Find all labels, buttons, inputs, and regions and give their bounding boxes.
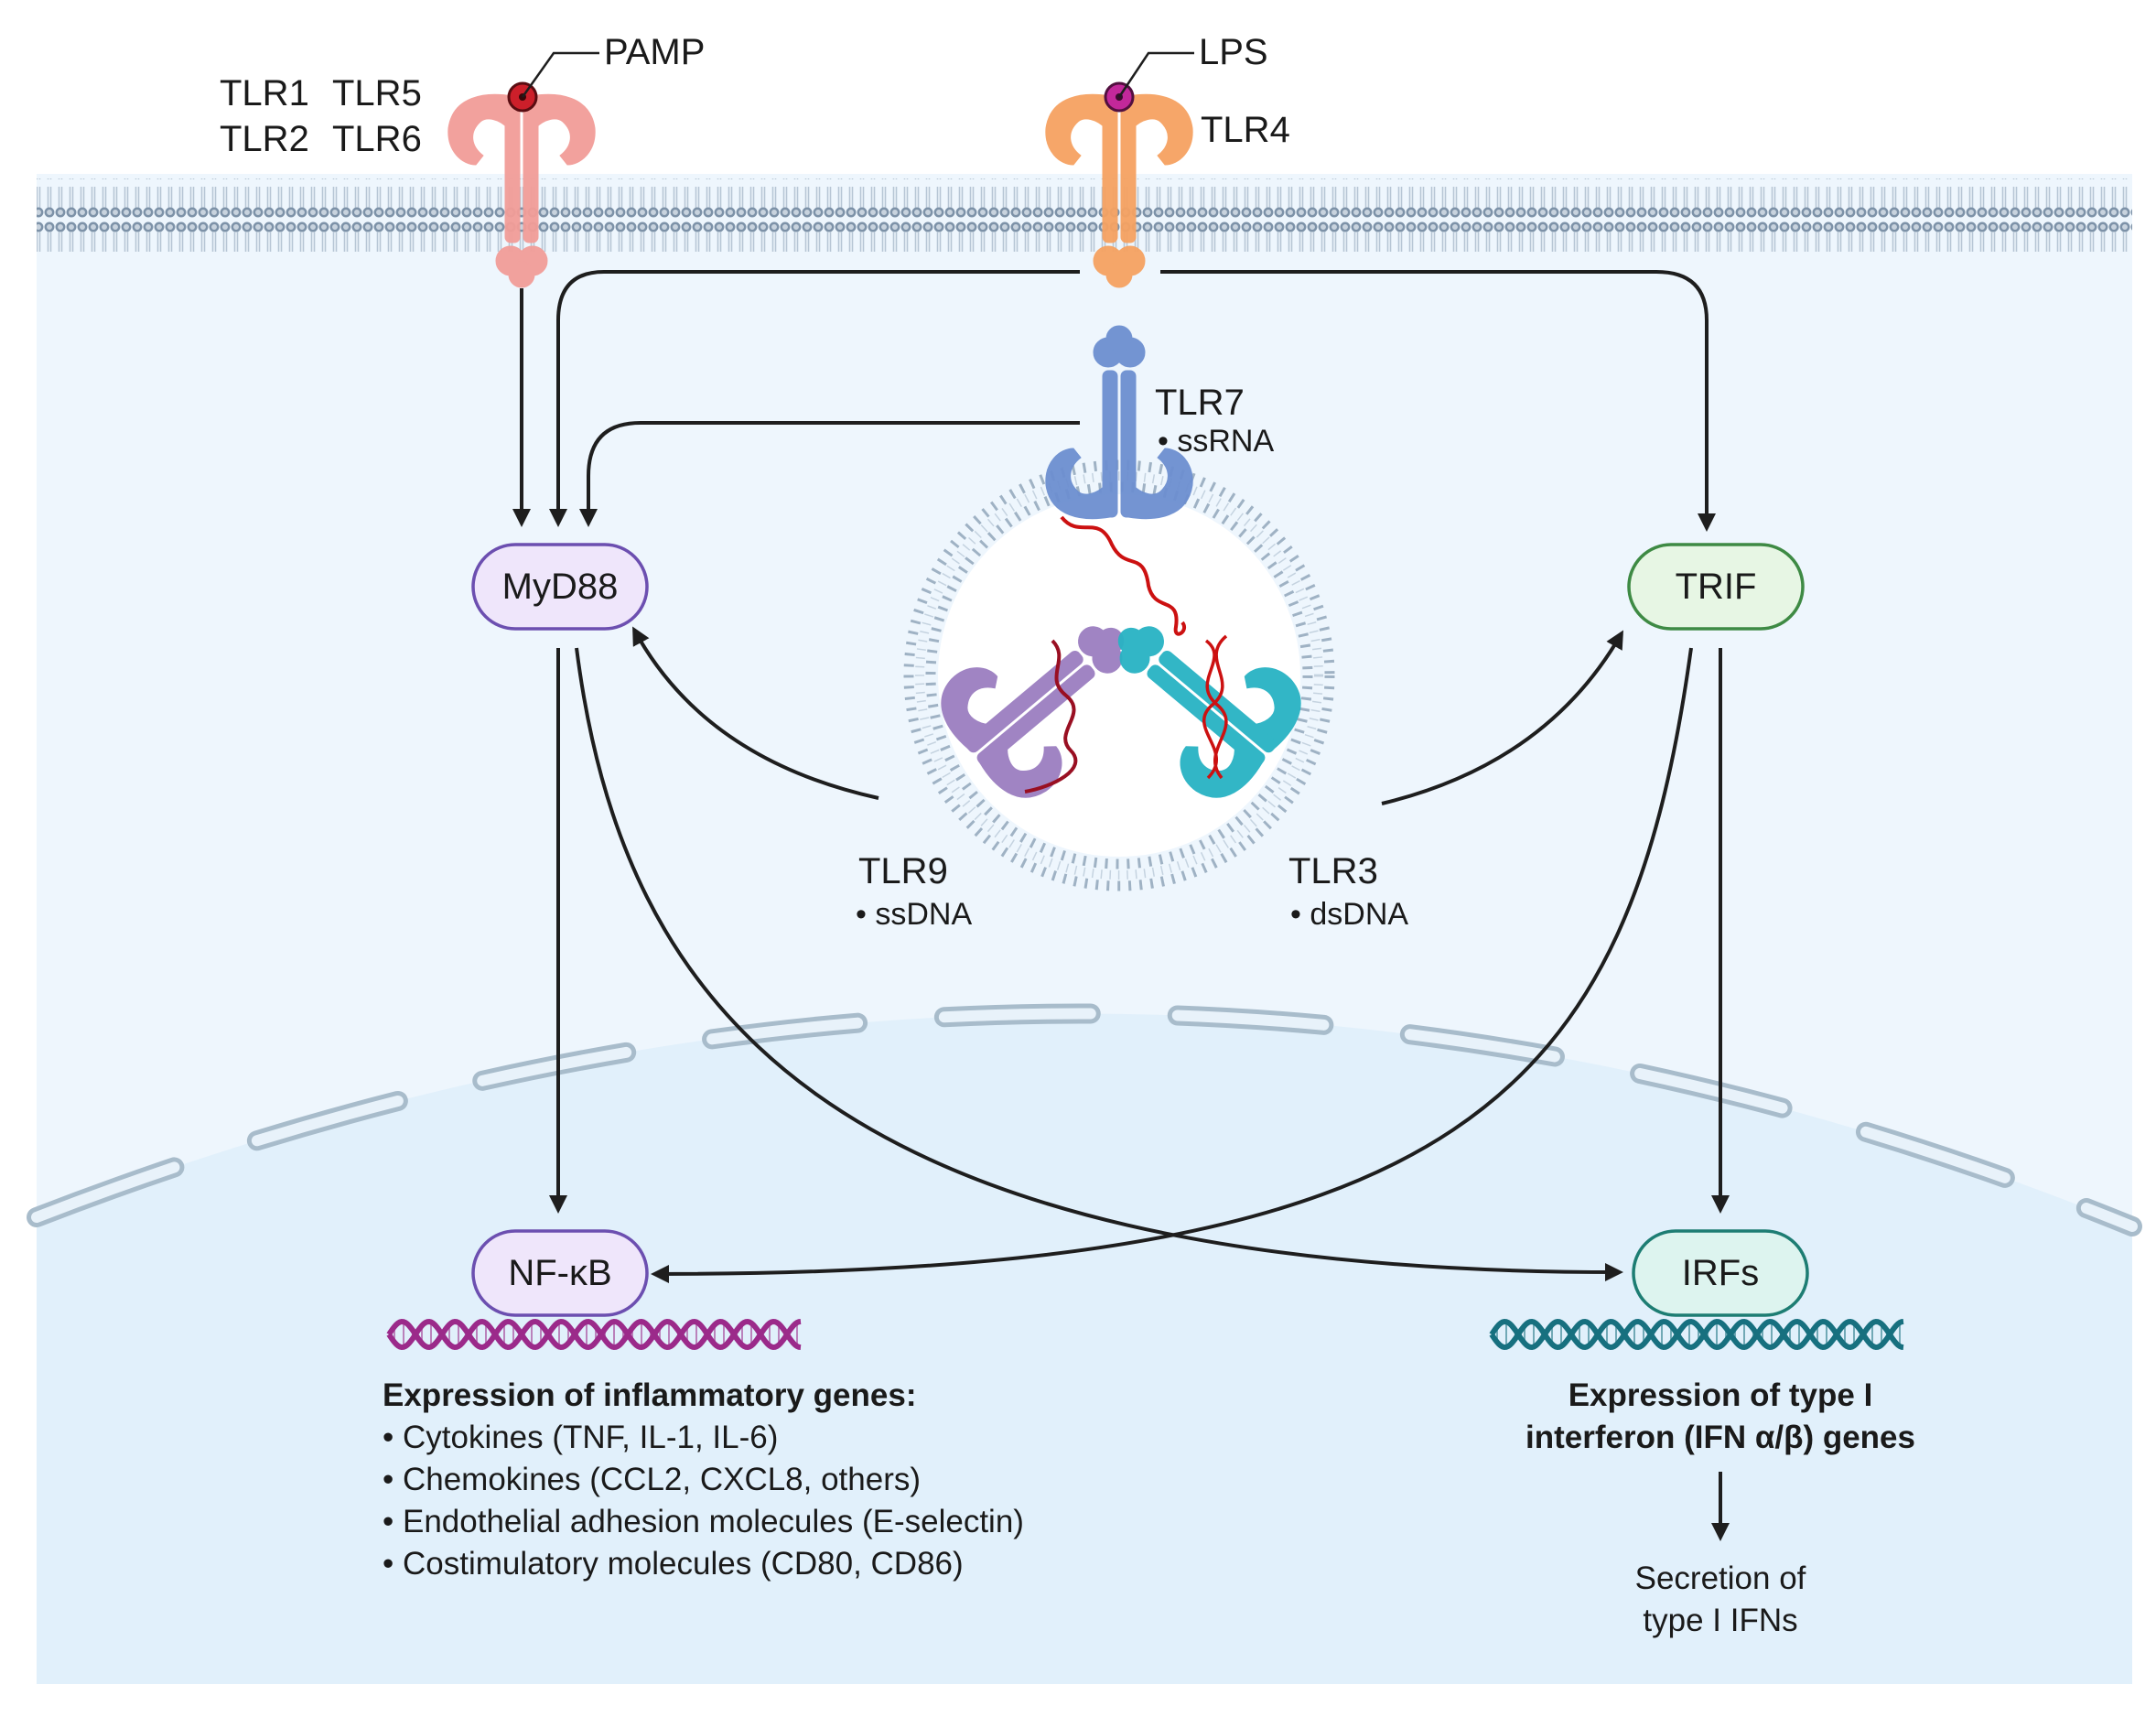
nfkb-node: NF-κB [471,1229,649,1317]
tlr9-receptor-icon [941,626,1125,798]
tlr5-label: TLR5 [332,73,422,113]
dna-helix-inflammatory-icon [386,1318,802,1351]
tlr3-label: TLR3 [1288,851,1378,891]
pamp-ligand-icon [507,51,599,113]
irfs-label: IRFs [1682,1253,1759,1293]
tlr4-label: TLR4 [1201,110,1290,150]
signaling-arrows [512,270,1730,1541]
inflammatory-item: • Chemokines (CCL2, CXCL8, others) [383,1462,921,1497]
nuclear-envelope [27,1003,2142,1236]
plasma-membrane [37,178,2132,252]
arrow-tlr9-to-myd88 [632,626,879,800]
tlr7-label: TLR7 [1155,383,1245,423]
endosome [903,459,1335,891]
tlr9-label: TLR9 [858,851,948,891]
nucleus [37,1013,2132,1684]
inflammatory-item: • Costimulatory molecules (CD80, CD86) [383,1546,964,1582]
interferon-genes-block: Expression of type I interferon (IFN α/β… [1525,1377,1915,1638]
inflammatory-heading: Expression of inflammatory genes: [383,1377,916,1413]
arrow-tlr4-to-trif [1160,270,1716,532]
nfkb-pill [471,1229,649,1317]
myd88-node: MyD88 [471,543,649,631]
tlr4-receptor-icon [1045,93,1193,288]
irfs-pill [1632,1229,1809,1317]
arrow-myd88-to-irfs [575,647,1623,1281]
ifn-secretion-line: type I IFNs [1643,1603,1797,1638]
trif-label: TRIF [1676,567,1757,607]
ssrna-strand-icon [1060,515,1186,636]
tlr1-2-5-6-receptor-icon [447,93,596,288]
arrow-tlr7-to-myd88 [579,421,1080,527]
lps-ligand-icon [1104,51,1194,113]
ssdna-label: • ssDNA [856,897,972,932]
inflammatory-item: • Endothelial adhesion molecules (E-sele… [383,1504,1024,1539]
trif-pill [1627,543,1805,631]
nfkb-label: NF-κB [508,1253,611,1293]
dsdna-helix-icon [1202,634,1228,780]
myd88-label: MyD88 [502,567,619,607]
trif-node: TRIF [1627,543,1805,631]
ifn-secretion-line: Secretion of [1635,1560,1806,1596]
interferon-heading-line: Expression of type I [1568,1377,1873,1413]
arrow-trif-to-nfkb [651,647,1693,1283]
dsdna-label: • dsDNA [1290,897,1408,932]
interferon-heading-line: interferon (IFN α/β) genes [1525,1420,1915,1455]
arrow-tlr4-to-myd88 [549,270,1080,527]
myd88-pill [471,543,649,631]
dna-helix-interferon-icon [1489,1318,1904,1351]
lps-label: LPS [1199,32,1268,72]
inflammatory-genes-block: Expression of inflammatory genes: • Cyto… [383,1377,1024,1582]
tlr6-label: TLR6 [332,119,422,159]
inflammatory-item: • Cytokines (TNF, IL-1, IL-6) [383,1420,778,1455]
tlr7-receptor-icon [1045,325,1193,520]
tlr1-label: TLR1 [220,73,309,113]
ssdna-strand-icon [1024,639,1078,794]
tlr2-label: TLR2 [220,119,309,159]
arrow-tlr3-to-trif [1381,630,1623,805]
ssrna-label: • ssRNA [1158,424,1274,459]
irfs-node: IRFs [1632,1229,1809,1317]
pamp-label: PAMP [604,32,705,72]
